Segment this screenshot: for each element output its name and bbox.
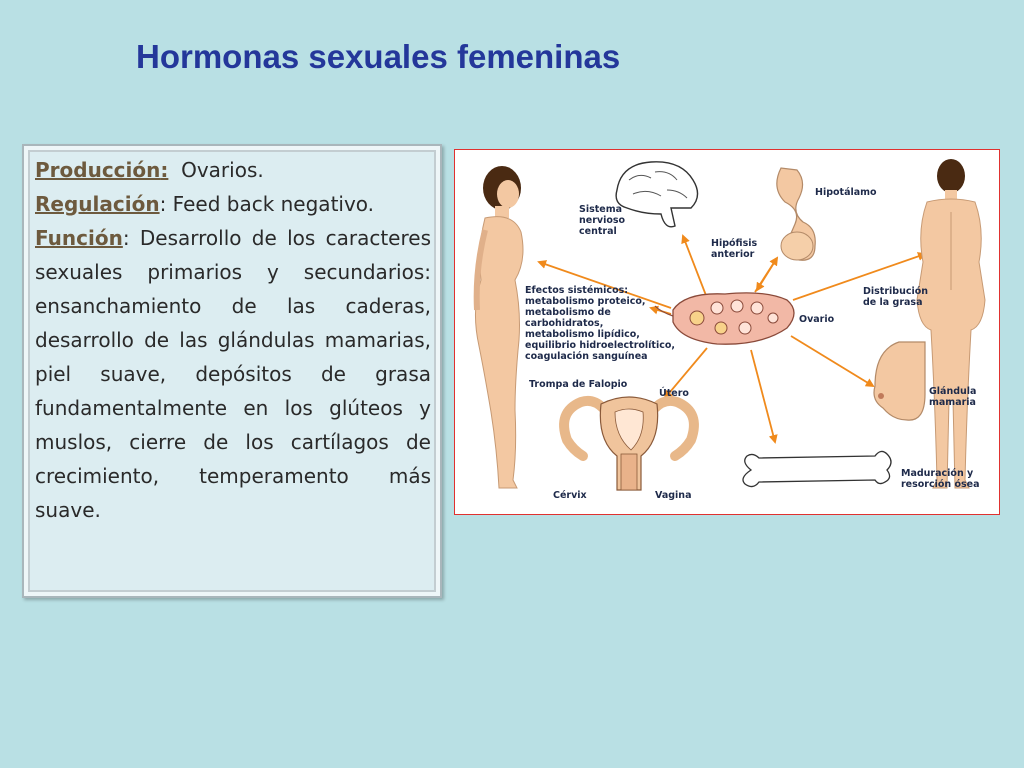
hypothalamus-pituitary-icon	[776, 167, 816, 261]
regulacion-colon: :	[159, 192, 167, 216]
regulacion-line: Regulación: Feed back negativo.	[35, 187, 431, 221]
label-grasa-1: Distribución	[863, 286, 928, 297]
ovary-icon	[654, 292, 795, 345]
arrow-to-snc	[681, 234, 708, 299]
arrows	[537, 234, 927, 444]
regulacion-text: Feed back negativo.	[172, 192, 375, 216]
label-efectos-1: Efectos sistémicos:	[525, 285, 628, 296]
label-snc-2: nervioso	[579, 215, 626, 226]
label-cervix: Cérvix	[553, 490, 587, 501]
arrow-to-distribucion	[792, 252, 927, 301]
slide-title: Hormonas sexuales femeninas	[136, 38, 621, 75]
female-figure-side-icon	[473, 166, 524, 489]
label-snc-3: central	[579, 226, 617, 237]
text-box: Producción: Ovarios. Regulación: Feed ba…	[22, 144, 442, 598]
arrow-to-ovario-down	[755, 257, 778, 292]
diagram-svg: Sistema nervioso central Hipotálamo Hipó…	[473, 159, 986, 501]
arrow-to-figure-left	[537, 260, 672, 309]
arrow-to-glandula	[790, 335, 875, 388]
label-efectos-3: metabolismo de	[525, 307, 611, 318]
funcion-line: Función: Desarrollo de los caracteres se…	[35, 221, 431, 527]
label-maduracion-1: Maduración y	[901, 468, 974, 479]
female-figure-back-icon	[916, 159, 986, 489]
label-efectos-6: equilibrio hidroelectrolítico,	[525, 340, 675, 351]
label-efectos-4: carbohidratos,	[525, 318, 603, 329]
bone-icon	[742, 450, 892, 488]
label-utero: Útero	[659, 387, 689, 399]
uterus-icon	[559, 395, 699, 491]
arrow-to-utero	[663, 347, 708, 400]
label-glandula-2: mamaria	[929, 397, 976, 408]
label-hipofisis-1: Hipófisis	[711, 238, 757, 249]
label-grasa-2: de la grasa	[863, 297, 923, 308]
hormone-effects-diagram: Sistema nervioso central Hipotálamo Hipó…	[454, 149, 1000, 515]
funcion-colon: :	[122, 226, 130, 250]
label-glandula-1: Glándula	[929, 386, 976, 397]
label-vagina: Vagina	[655, 490, 691, 501]
label-efectos-5: metabolismo lipídico,	[525, 329, 640, 340]
produccion-text: Ovarios.	[181, 158, 264, 182]
funcion-label: Función	[35, 226, 123, 250]
label-snc-1: Sistema	[579, 204, 622, 215]
breast-icon	[873, 341, 926, 421]
label-maduracion-2: resorción ósea	[901, 479, 980, 490]
funcion-text: Desarrollo de los caracteres sexuales pr…	[35, 226, 431, 522]
label-trompa: Trompa de Falopio	[529, 379, 628, 390]
regulacion-label: Regulación	[35, 192, 160, 216]
produccion-line: Producción: Ovarios.	[35, 153, 431, 187]
label-ovario: Ovario	[799, 314, 835, 325]
produccion-label: Producción	[35, 158, 161, 182]
diagram-labels: Sistema nervioso central Hipotálamo Hipó…	[525, 187, 980, 501]
label-efectos-2: metabolismo proteico,	[525, 296, 646, 307]
produccion-colon: :	[160, 158, 169, 182]
label-hipofisis-2: anterior	[711, 249, 755, 260]
brain-icon	[615, 161, 699, 228]
arrow-to-hueso	[750, 349, 778, 444]
label-hipotalamo: Hipotálamo	[815, 187, 877, 198]
label-efectos-7: coagulación sanguínea	[525, 351, 648, 362]
